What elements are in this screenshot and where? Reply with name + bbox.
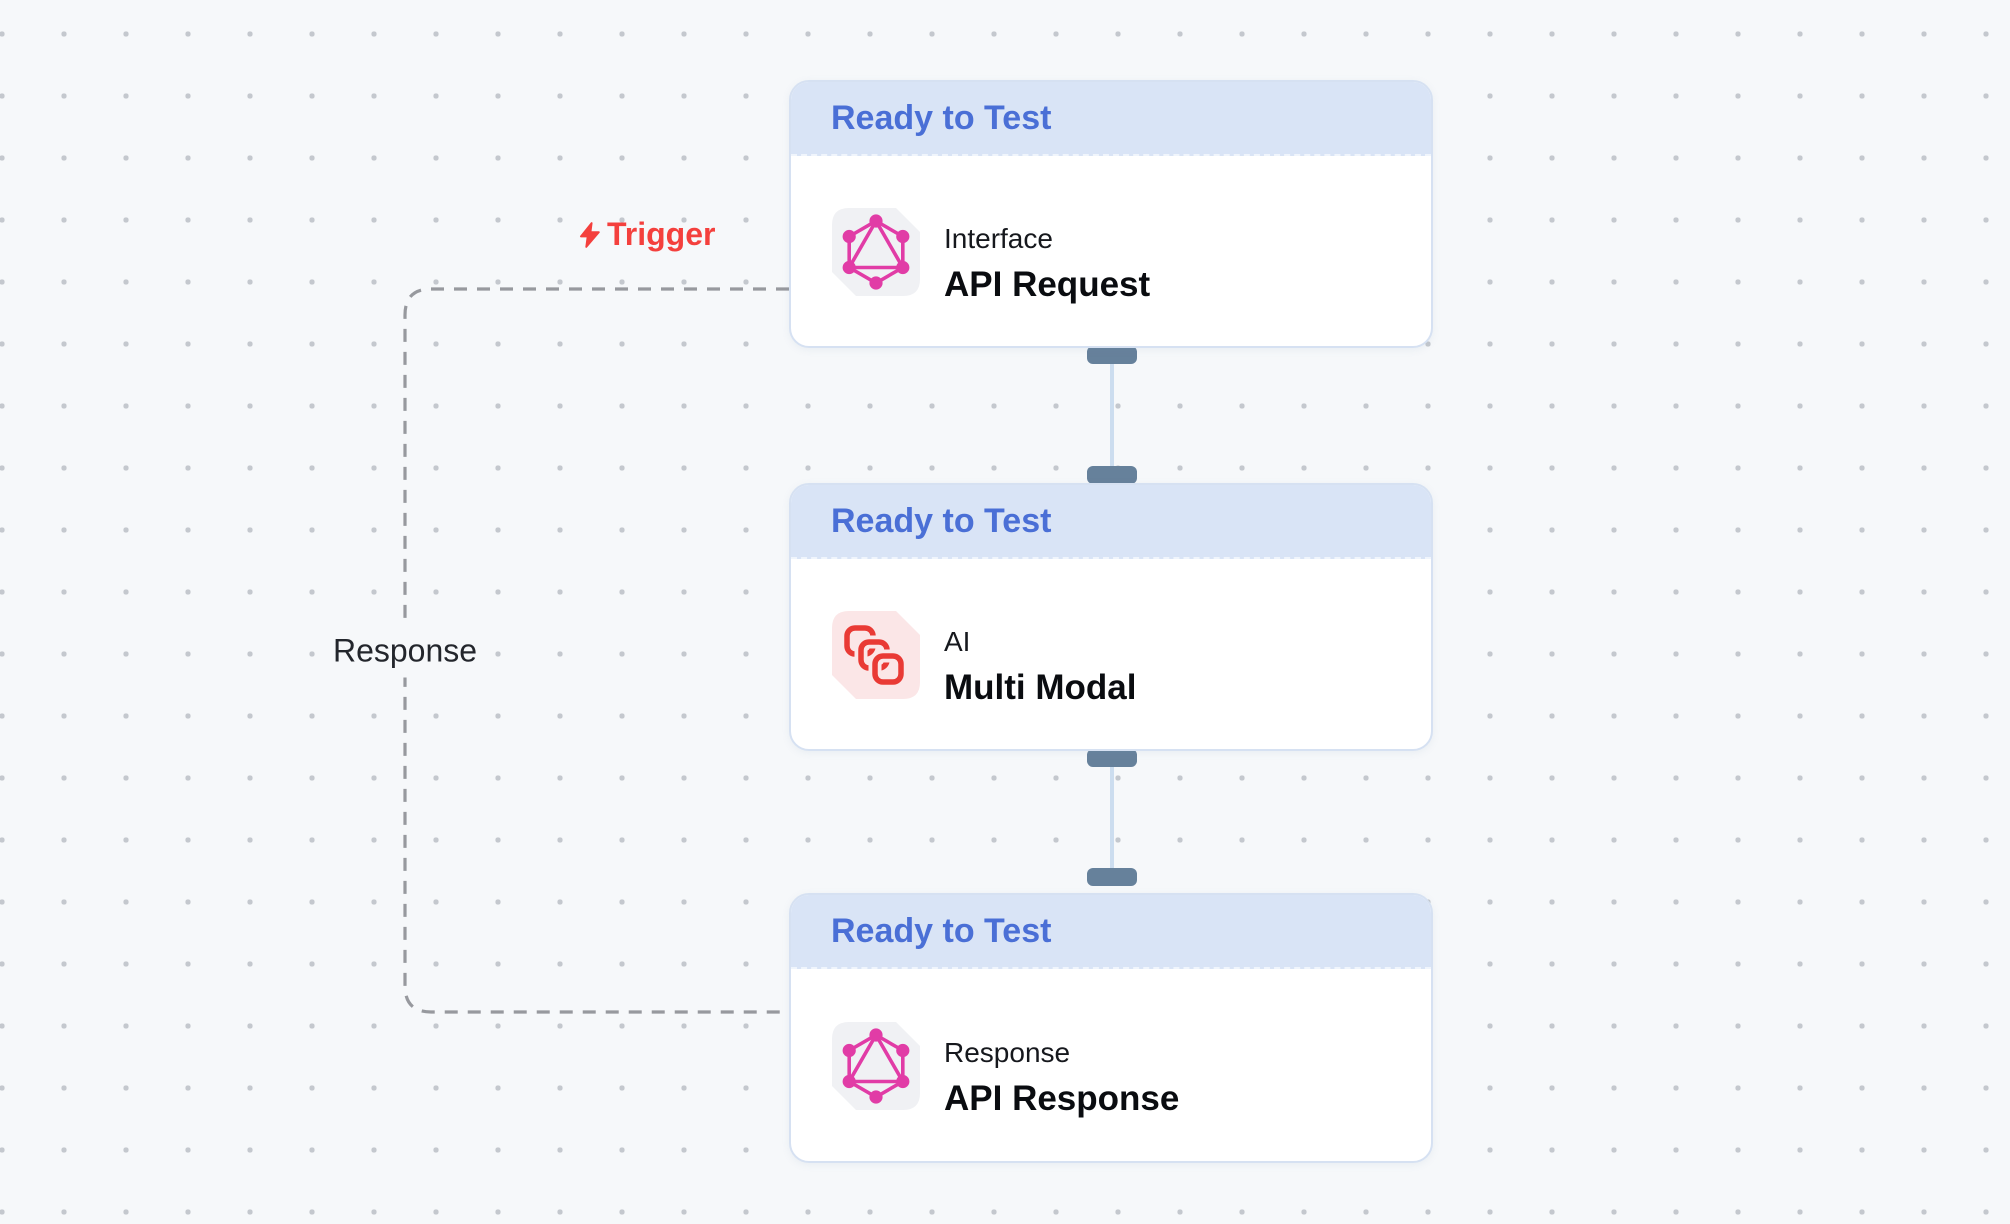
status-badge-text: Ready to Test (831, 911, 1052, 950)
node-card-multi-modal[interactable]: Ready to Test AI Multi Modal (789, 483, 1433, 751)
node-body: Response API Response (791, 969, 1431, 1161)
status-badge-text: Ready to Test (831, 98, 1052, 137)
node-title: API Request (944, 264, 1151, 304)
node-input-handle[interactable] (1087, 868, 1137, 886)
connection-line (1110, 358, 1114, 470)
status-badge: Ready to Test (791, 895, 1431, 969)
multimodal-icon (832, 611, 920, 699)
node-category: AI (944, 625, 971, 657)
graphql-icon (832, 208, 920, 296)
status-badge: Ready to Test (791, 82, 1431, 156)
node-body: AI Multi Modal (791, 559, 1431, 749)
status-badge-text: Ready to Test (831, 501, 1052, 540)
node-body: Interface API Request (791, 156, 1431, 346)
node-category: Response (944, 1036, 1071, 1068)
node-output-handle[interactable] (1087, 749, 1137, 767)
graphql-icon (832, 1022, 920, 1110)
node-text: AI Multi Modal (944, 624, 1136, 711)
trigger-annotation: Trigger (576, 216, 715, 253)
connection-line (1110, 761, 1114, 873)
node-title: Multi Modal (944, 667, 1137, 707)
node-card-api-response[interactable]: Ready to Test Response API Response (789, 893, 1433, 1163)
node-input-handle[interactable] (1087, 466, 1137, 484)
status-badge: Ready to Test (791, 485, 1431, 559)
node-text: Interface API Request (944, 221, 1150, 308)
trigger-label-text: Trigger (607, 216, 716, 252)
node-title: API Response (944, 1078, 1180, 1118)
node-card-api-request[interactable]: Ready to Test Interface API Request (789, 80, 1433, 348)
response-annotation: Response (318, 624, 492, 678)
node-text: Response API Response (944, 1035, 1179, 1122)
node-category: Interface (944, 222, 1053, 254)
lightning-bolt-icon (579, 221, 600, 248)
node-output-handle[interactable] (1087, 346, 1137, 364)
